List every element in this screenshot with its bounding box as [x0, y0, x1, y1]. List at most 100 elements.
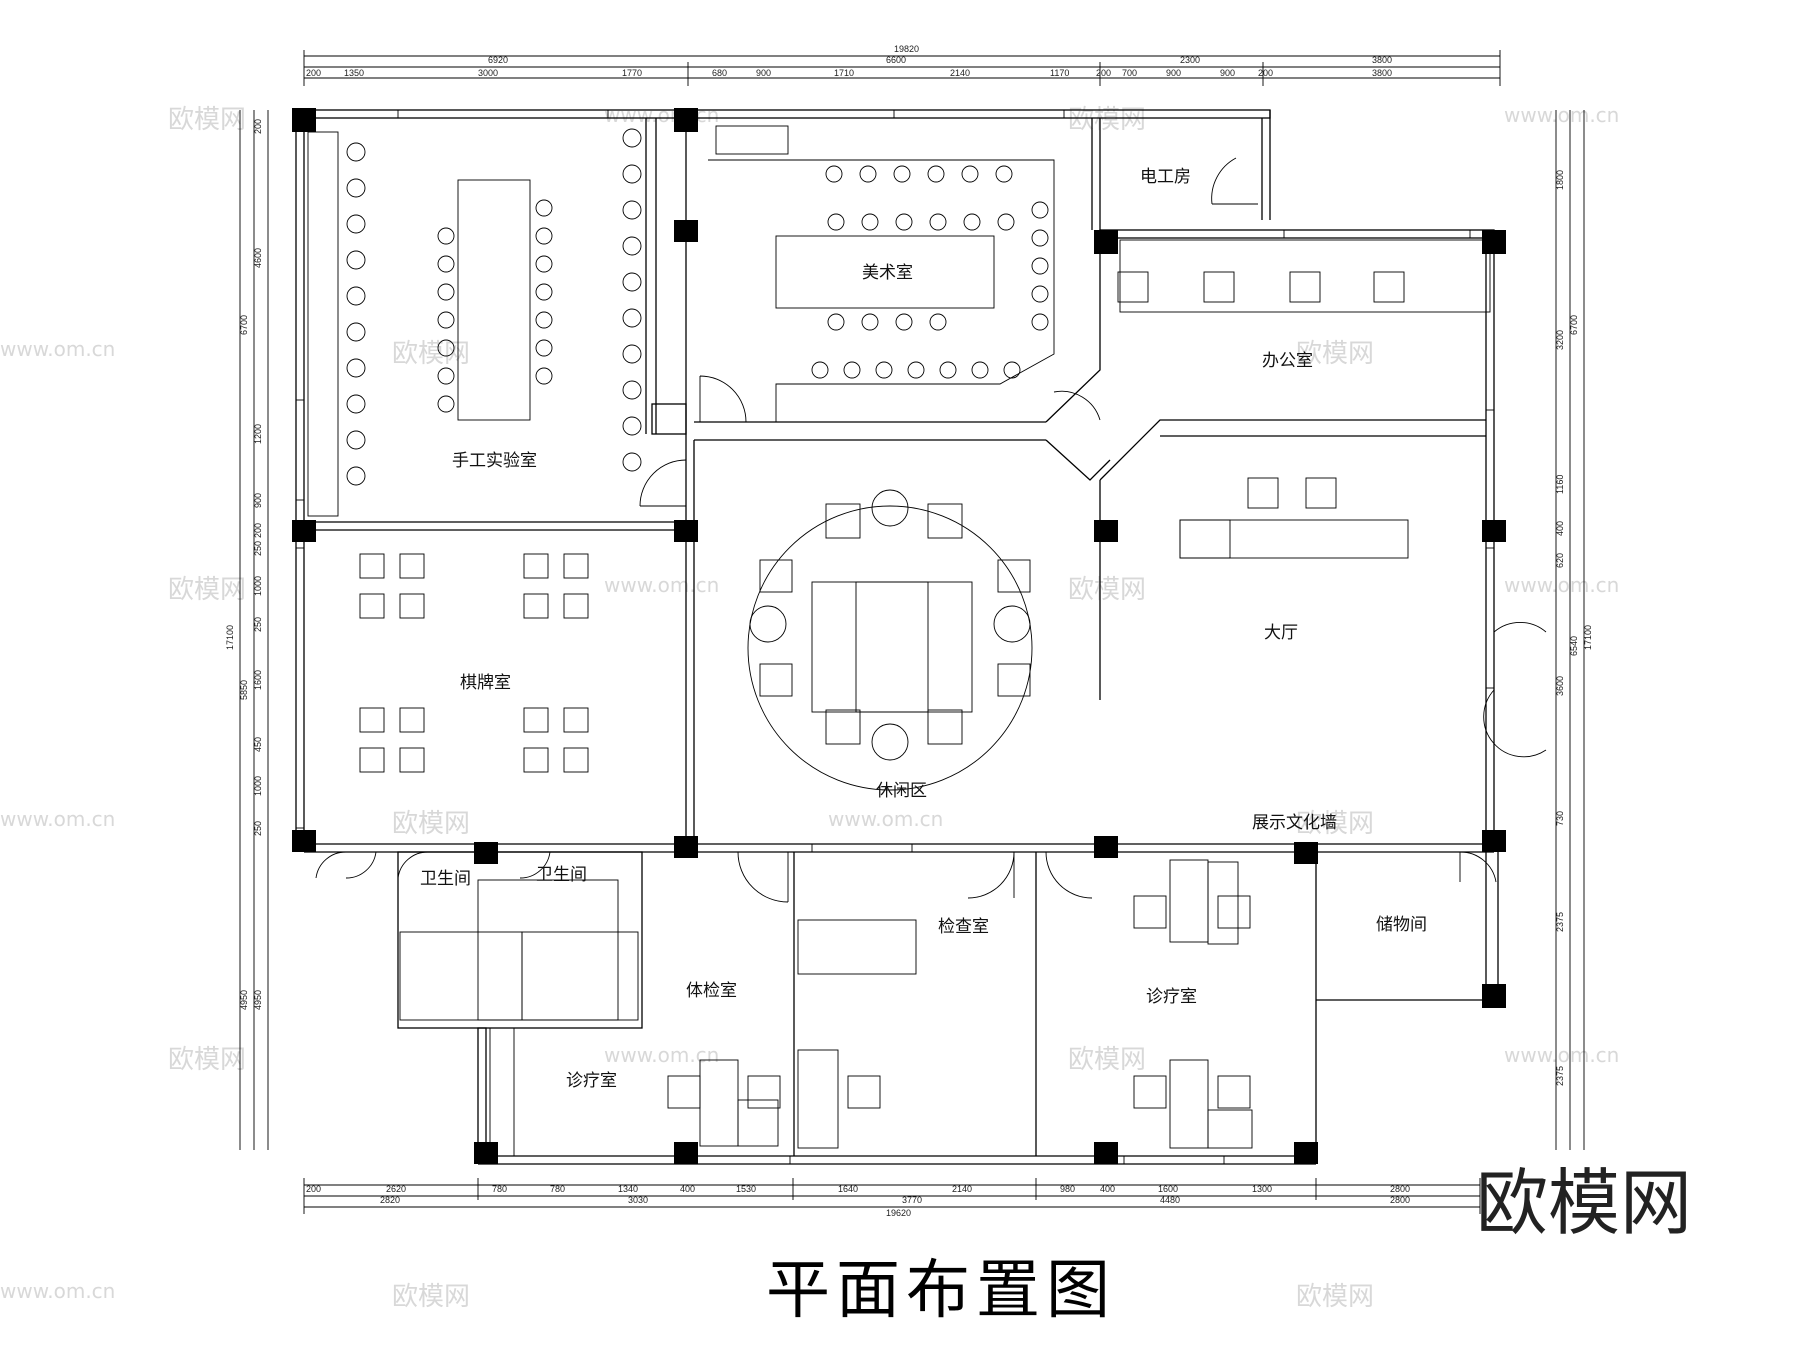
chair	[359, 553, 385, 579]
dim-left: 1000	[253, 576, 263, 596]
dim-right: 1800	[1555, 170, 1565, 190]
dim-bottom: 400	[680, 1184, 695, 1194]
watermark-url: www.om.cn	[1504, 1043, 1619, 1067]
chair	[1031, 257, 1049, 275]
display-wall: 展示文化墙	[1252, 813, 1337, 833]
chair	[622, 308, 642, 328]
chair	[747, 1075, 781, 1109]
chair	[399, 707, 425, 733]
chair	[929, 313, 947, 331]
watermark-layer: 欧模网 欧模网 欧模网 欧模网 欧模网 欧模网 欧模网 欧模网 欧模网 欧模网 …	[0, 103, 1619, 1312]
chair	[847, 1075, 881, 1109]
chair	[997, 559, 1031, 593]
chair	[535, 339, 553, 357]
chair	[563, 707, 589, 733]
chair	[523, 593, 549, 619]
dim-bottom: 200	[306, 1184, 321, 1194]
dim-bottom: 780	[492, 1184, 507, 1194]
chair	[1133, 895, 1167, 929]
room-handcraft-lab: 手工实验室	[452, 451, 537, 471]
dim-right: 3200	[1555, 330, 1565, 350]
chair	[1031, 229, 1049, 247]
chair	[827, 313, 845, 331]
chair	[1117, 271, 1149, 303]
dim-left: 5850	[239, 680, 249, 700]
chair	[399, 747, 425, 773]
room-office: 办公室	[1262, 351, 1313, 371]
chair	[563, 553, 589, 579]
chair	[1133, 1075, 1167, 1109]
dim-top: 200	[306, 68, 321, 78]
dim-bottom: 780	[550, 1184, 565, 1194]
dim-top: 2300	[1180, 55, 1200, 65]
dim-top: 200	[1096, 68, 1111, 78]
dim-right: 2375	[1555, 912, 1565, 932]
chair	[749, 605, 787, 643]
room-hall: 大厅	[1264, 623, 1298, 643]
room-inspection: 检查室	[938, 917, 989, 937]
chair	[346, 286, 366, 306]
chair	[825, 503, 861, 539]
chair	[939, 361, 957, 379]
chair	[895, 313, 913, 331]
chair	[622, 272, 642, 292]
chair	[893, 165, 911, 183]
chair	[437, 339, 455, 357]
dim-bottom: 1340	[618, 1184, 638, 1194]
watermark-url: www.om.cn	[604, 573, 719, 597]
watermark: 欧模网	[168, 575, 246, 605]
chair	[1031, 201, 1049, 219]
dim-top: 900	[756, 68, 771, 78]
dim-top: 1170	[1050, 68, 1069, 78]
chair	[437, 311, 455, 329]
chair	[346, 322, 366, 342]
dim-bottom: 1600	[1158, 1184, 1178, 1194]
dim-left: 1000	[253, 776, 263, 796]
dim-top: 700	[1122, 68, 1137, 78]
watermark: 欧模网	[1068, 575, 1146, 605]
room-electrical: 电工房	[1140, 167, 1191, 187]
chair	[622, 416, 642, 436]
dim-top: 1770	[622, 68, 642, 78]
dim-top: 900	[1220, 68, 1235, 78]
brand-logo: 欧模网	[1476, 1161, 1692, 1245]
chair	[811, 361, 829, 379]
chair	[993, 605, 1031, 643]
chair	[622, 164, 642, 184]
dim-left: 900	[253, 493, 263, 508]
chair	[535, 199, 553, 217]
watermark-url: www.om.cn	[0, 1279, 115, 1303]
chair	[535, 367, 553, 385]
chair	[346, 178, 366, 198]
chair	[927, 709, 963, 745]
dim-right: 400	[1555, 521, 1565, 536]
dim-bottom: 2820	[380, 1195, 400, 1205]
chair	[437, 255, 455, 273]
chair	[1373, 271, 1405, 303]
chair	[437, 283, 455, 301]
furniture	[307, 125, 1491, 1157]
room-art: 美术室	[862, 263, 913, 283]
chair	[523, 553, 549, 579]
room-labels: 手工实验室 美术室 电工房 办公室 休闲区 大厅 棋牌室 展示文化墙 卫生间 卫…	[420, 167, 1427, 1091]
watermark-url: www.om.cn	[0, 337, 115, 361]
chair	[563, 593, 589, 619]
room-treatment: 诊疗室	[566, 1071, 617, 1091]
dim-top: 2140	[950, 68, 970, 78]
dim-left: 450	[253, 737, 263, 752]
dim-left: 4600	[253, 248, 263, 268]
chair	[997, 213, 1015, 231]
dim-left: 200	[253, 523, 263, 538]
chair	[995, 165, 1013, 183]
dim-right: 2375	[1555, 1066, 1565, 1086]
watermark-url: www.om.cn	[604, 1043, 719, 1067]
chair	[346, 466, 366, 486]
chair	[843, 361, 861, 379]
chair	[437, 395, 455, 413]
watermark: 欧模网	[168, 105, 246, 135]
chair	[927, 503, 963, 539]
dim-left: 4950	[253, 990, 263, 1010]
chair	[1217, 1075, 1251, 1109]
dim-bottom: 1530	[736, 1184, 756, 1194]
dim-bottom: 2800	[1390, 1184, 1410, 1194]
